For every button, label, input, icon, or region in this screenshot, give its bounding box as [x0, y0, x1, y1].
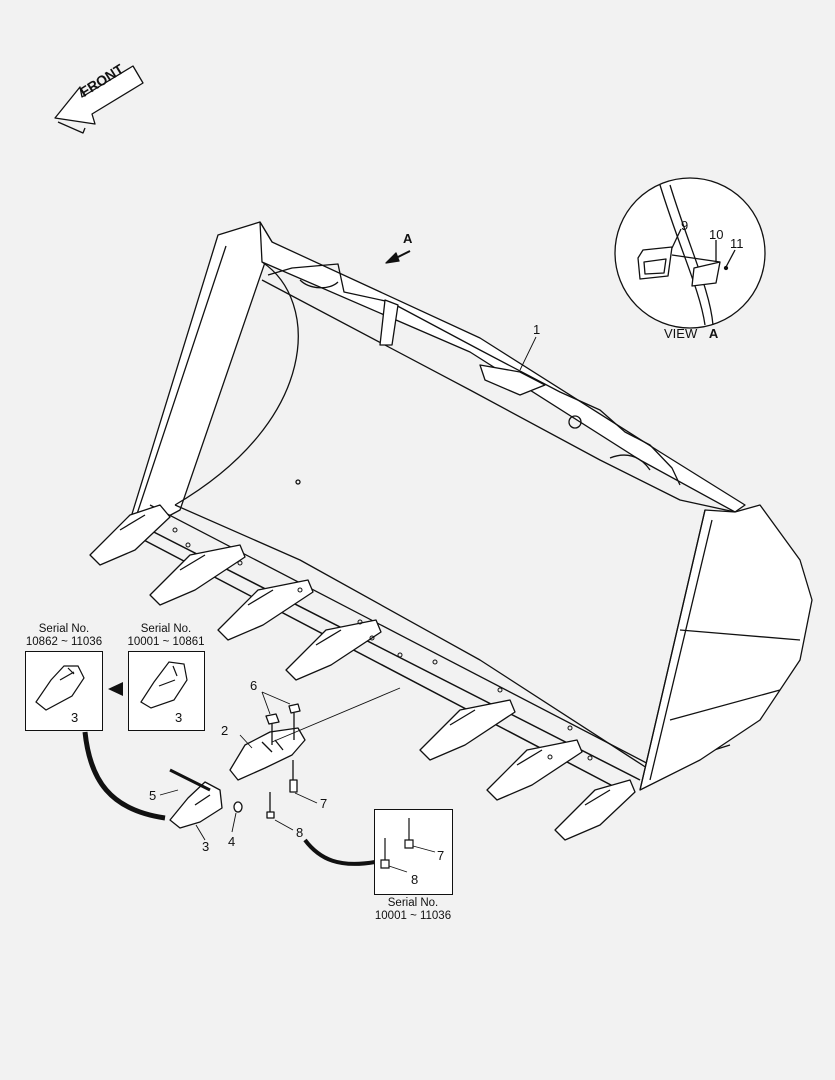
- serial-mid-line1: Serial No.: [140, 623, 192, 635]
- serial-caption-left: Serial No. 10862 ~ 11036: [20, 623, 108, 649]
- retainer-4: [233, 801, 243, 813]
- cutting-edge-holes: [172, 527, 593, 761]
- serial-left-line1: Serial No.: [38, 623, 90, 635]
- leader-lines: [159, 336, 537, 841]
- callout-10: 10: [709, 227, 724, 242]
- view-caption-text: VIEW: [664, 326, 698, 341]
- front-arrow-icon: [54, 65, 144, 134]
- serial-left-line2: 10862 ~ 11036: [25, 636, 103, 648]
- callout-3-inset-mid: 3: [175, 710, 183, 725]
- view-caption: VIEW A: [664, 327, 718, 340]
- callout-9: 9: [681, 218, 689, 233]
- callout-3-inset-left: 3: [71, 710, 79, 725]
- callout-5: 5: [149, 788, 157, 803]
- view-a-detail: [614, 177, 766, 329]
- callout-8-inset: 8: [411, 872, 419, 887]
- pin-5: [169, 768, 211, 792]
- pointer-triangle-icon: [108, 682, 123, 696]
- view-caption-letter: A: [708, 326, 719, 341]
- tooth-point-variant-icon: [35, 665, 85, 711]
- callout-11: 11: [730, 236, 744, 251]
- inset-box-mid: [128, 651, 205, 731]
- callout-4: 4: [228, 834, 236, 849]
- callout-6: 6: [250, 678, 258, 693]
- nuts-6: [265, 703, 301, 745]
- serial-mid-line2: 10001 ~ 10861: [127, 636, 205, 648]
- serial-bolts-line1: Serial No.: [387, 897, 439, 909]
- serial-caption-bolts: Serial No. 10001 ~ 11036: [368, 897, 458, 923]
- connector-curves: [82, 731, 376, 866]
- tooth-adapter-2: [229, 727, 306, 781]
- serial-bolts-line2: 10001 ~ 11036: [374, 910, 452, 922]
- callout-8: 8: [296, 825, 304, 840]
- tooth-point-variant-icon: [140, 661, 188, 709]
- callout-3-exploded: 3: [202, 839, 210, 854]
- inset-box-left: [25, 651, 103, 731]
- callout-2: 2: [221, 723, 229, 738]
- callout-7-inset: 7: [437, 848, 445, 863]
- callout-7: 7: [320, 796, 328, 811]
- view-a-arrow-icon: [385, 250, 411, 264]
- bolt-variant-icon: [380, 818, 436, 873]
- callout-1: 1: [533, 322, 541, 337]
- bucket-teeth: [89, 504, 636, 841]
- inset-box-bolts: [374, 809, 453, 895]
- tooth-point-3: [169, 781, 223, 829]
- view-arrow-label: A: [403, 231, 413, 246]
- bucket-body: [123, 221, 813, 796]
- bolts-7-8: [266, 760, 298, 819]
- serial-caption-mid: Serial No. 10001 ~ 10861: [122, 623, 210, 649]
